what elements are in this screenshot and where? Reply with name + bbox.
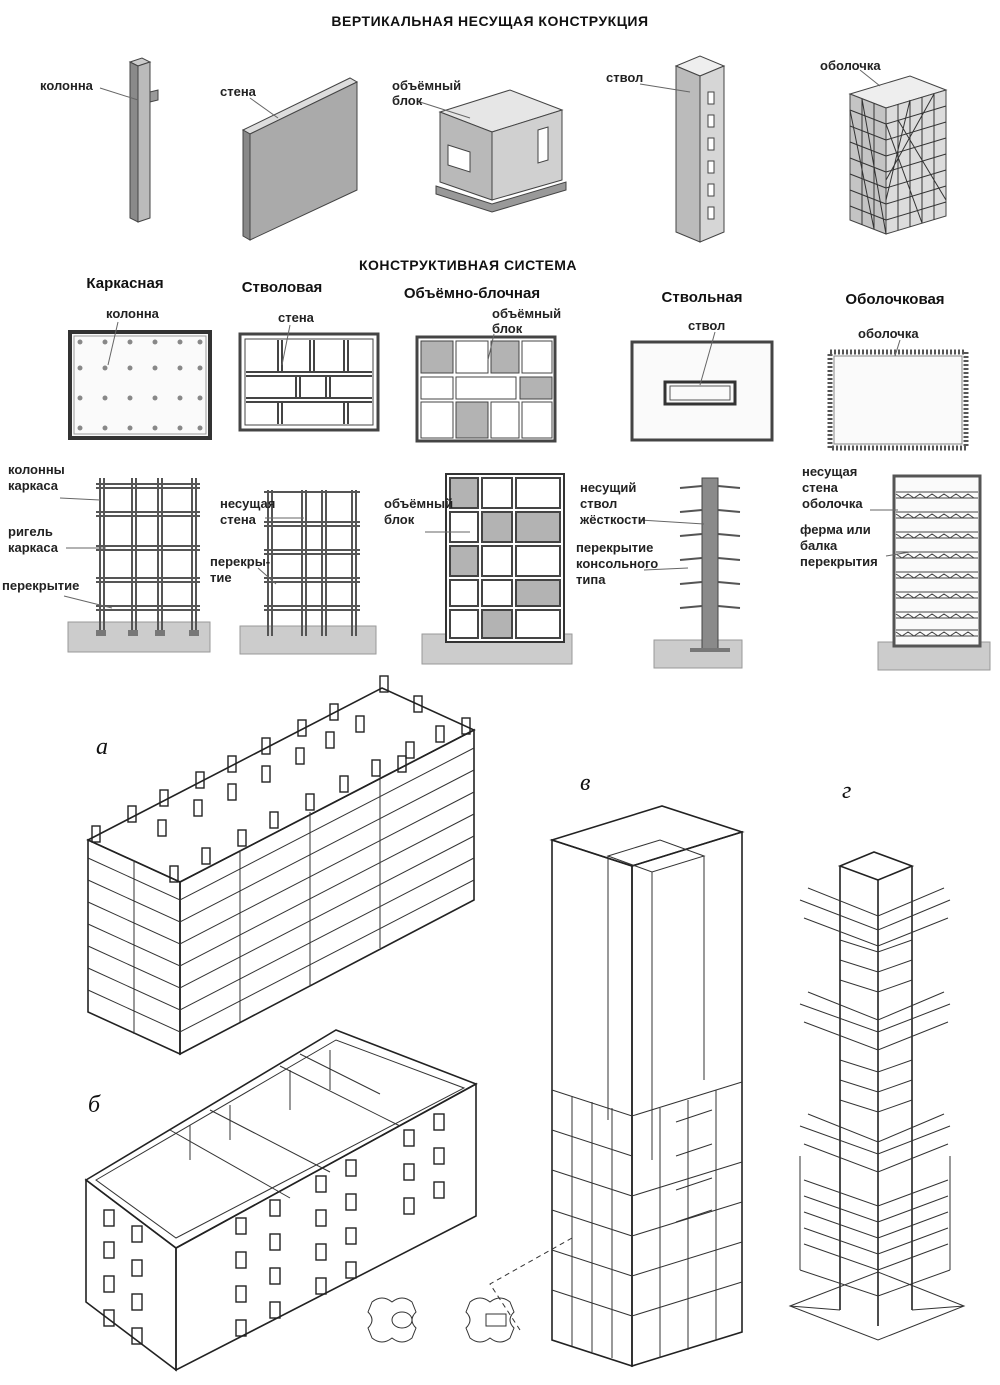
plan-wall [238,332,380,432]
label-volumetric-block-1: объёмный [392,78,461,93]
system-wall: Стволовая [242,279,323,296]
wall-3d [241,77,359,241]
plan-core [630,340,774,442]
elevation-core [653,477,743,669]
plan-label-core: ствол [688,318,725,333]
elev-label-core-2: ствол [580,496,617,511]
drawing-v-core-tower [549,805,745,1368]
elev-label-truss-1: ферма или [800,522,871,537]
elev-label-cantilever-3: типа [576,572,606,587]
system-core: Ствольная [662,289,743,306]
elev-label-slab-2: тие [210,570,232,585]
elev-label-wall-1: несущая [220,496,275,511]
elevation-shell [877,474,991,671]
elev-label-shell-2: стена [802,480,839,495]
plan-frame [68,330,212,440]
plan-label-wall: стена [278,310,315,325]
elev-label-frame-beam-2: каркаса [8,540,59,555]
elev-label-frame-columns-1: колонны [8,462,65,477]
letter-b: б [88,1092,101,1118]
elev-label-frame-beam-1: ригель [8,524,53,539]
elev-label-core-3: жёсткости [579,512,646,527]
label-volumetric-block-2: блок [392,93,423,108]
label-wall: стена [220,84,257,99]
elev-label-core-1: несущий [580,480,636,495]
section2-title: КОНСТРУКТИВНАЯ СИСТЕМА [359,257,577,273]
system-shell: Оболочковая [845,291,944,308]
elevation-frame [67,478,211,653]
label-column: колонна [40,78,94,93]
letter-a: а [96,734,108,760]
elev-label-slab-1: перекры- [210,554,270,569]
plan-shell [827,349,969,451]
elev-label-wall-2: стена [220,512,257,527]
drawing-g-outrigger-tower [788,851,966,1341]
letter-g: г [842,778,851,804]
shell-3d [848,75,948,235]
core-3d [674,55,726,243]
system-block: Объёмно-блочная [404,285,540,302]
elev-label-truss-2: балка [800,538,838,553]
elev-label-block-2: блок [384,512,415,527]
elev-label-truss-3: перекрытия [800,554,878,569]
plan-label-column: колонна [106,306,160,321]
column-3d [128,57,159,223]
elev-label-block-1: объёмный [384,496,453,511]
plan-block [415,335,557,443]
elev-label-shell-3: оболочка [802,496,863,511]
elevation-block [421,473,573,665]
elevation-wall [239,490,377,655]
elev-label-cantilever-1: перекрытие [576,540,653,555]
volumetric-block-3d [435,89,567,213]
elev-label-shell-1: несущая [802,464,857,479]
elev-label-frame-slab: перекрытие [2,578,79,593]
label-core: ствол [606,70,643,85]
section1-title: ВЕРТИКАЛЬНАЯ НЕСУЩАЯ КОНСТРУКЦИЯ [331,13,648,29]
label-shell: оболочка [820,58,881,73]
elev-label-cantilever-2: консольного [576,556,658,571]
drawing-b-wall-building [84,1029,478,1372]
precast-element-sections [367,1297,515,1343]
elev-label-frame-columns-2: каркаса [8,478,59,493]
plan-label-shell: оболочка [858,326,919,341]
system-frame: Каркасная [86,275,163,292]
plan-label-block-1: объёмный [492,306,561,321]
plan-label-block-2: блок [492,321,523,336]
letter-v: в [580,770,590,796]
drawing-a-frame-building [86,675,476,1056]
